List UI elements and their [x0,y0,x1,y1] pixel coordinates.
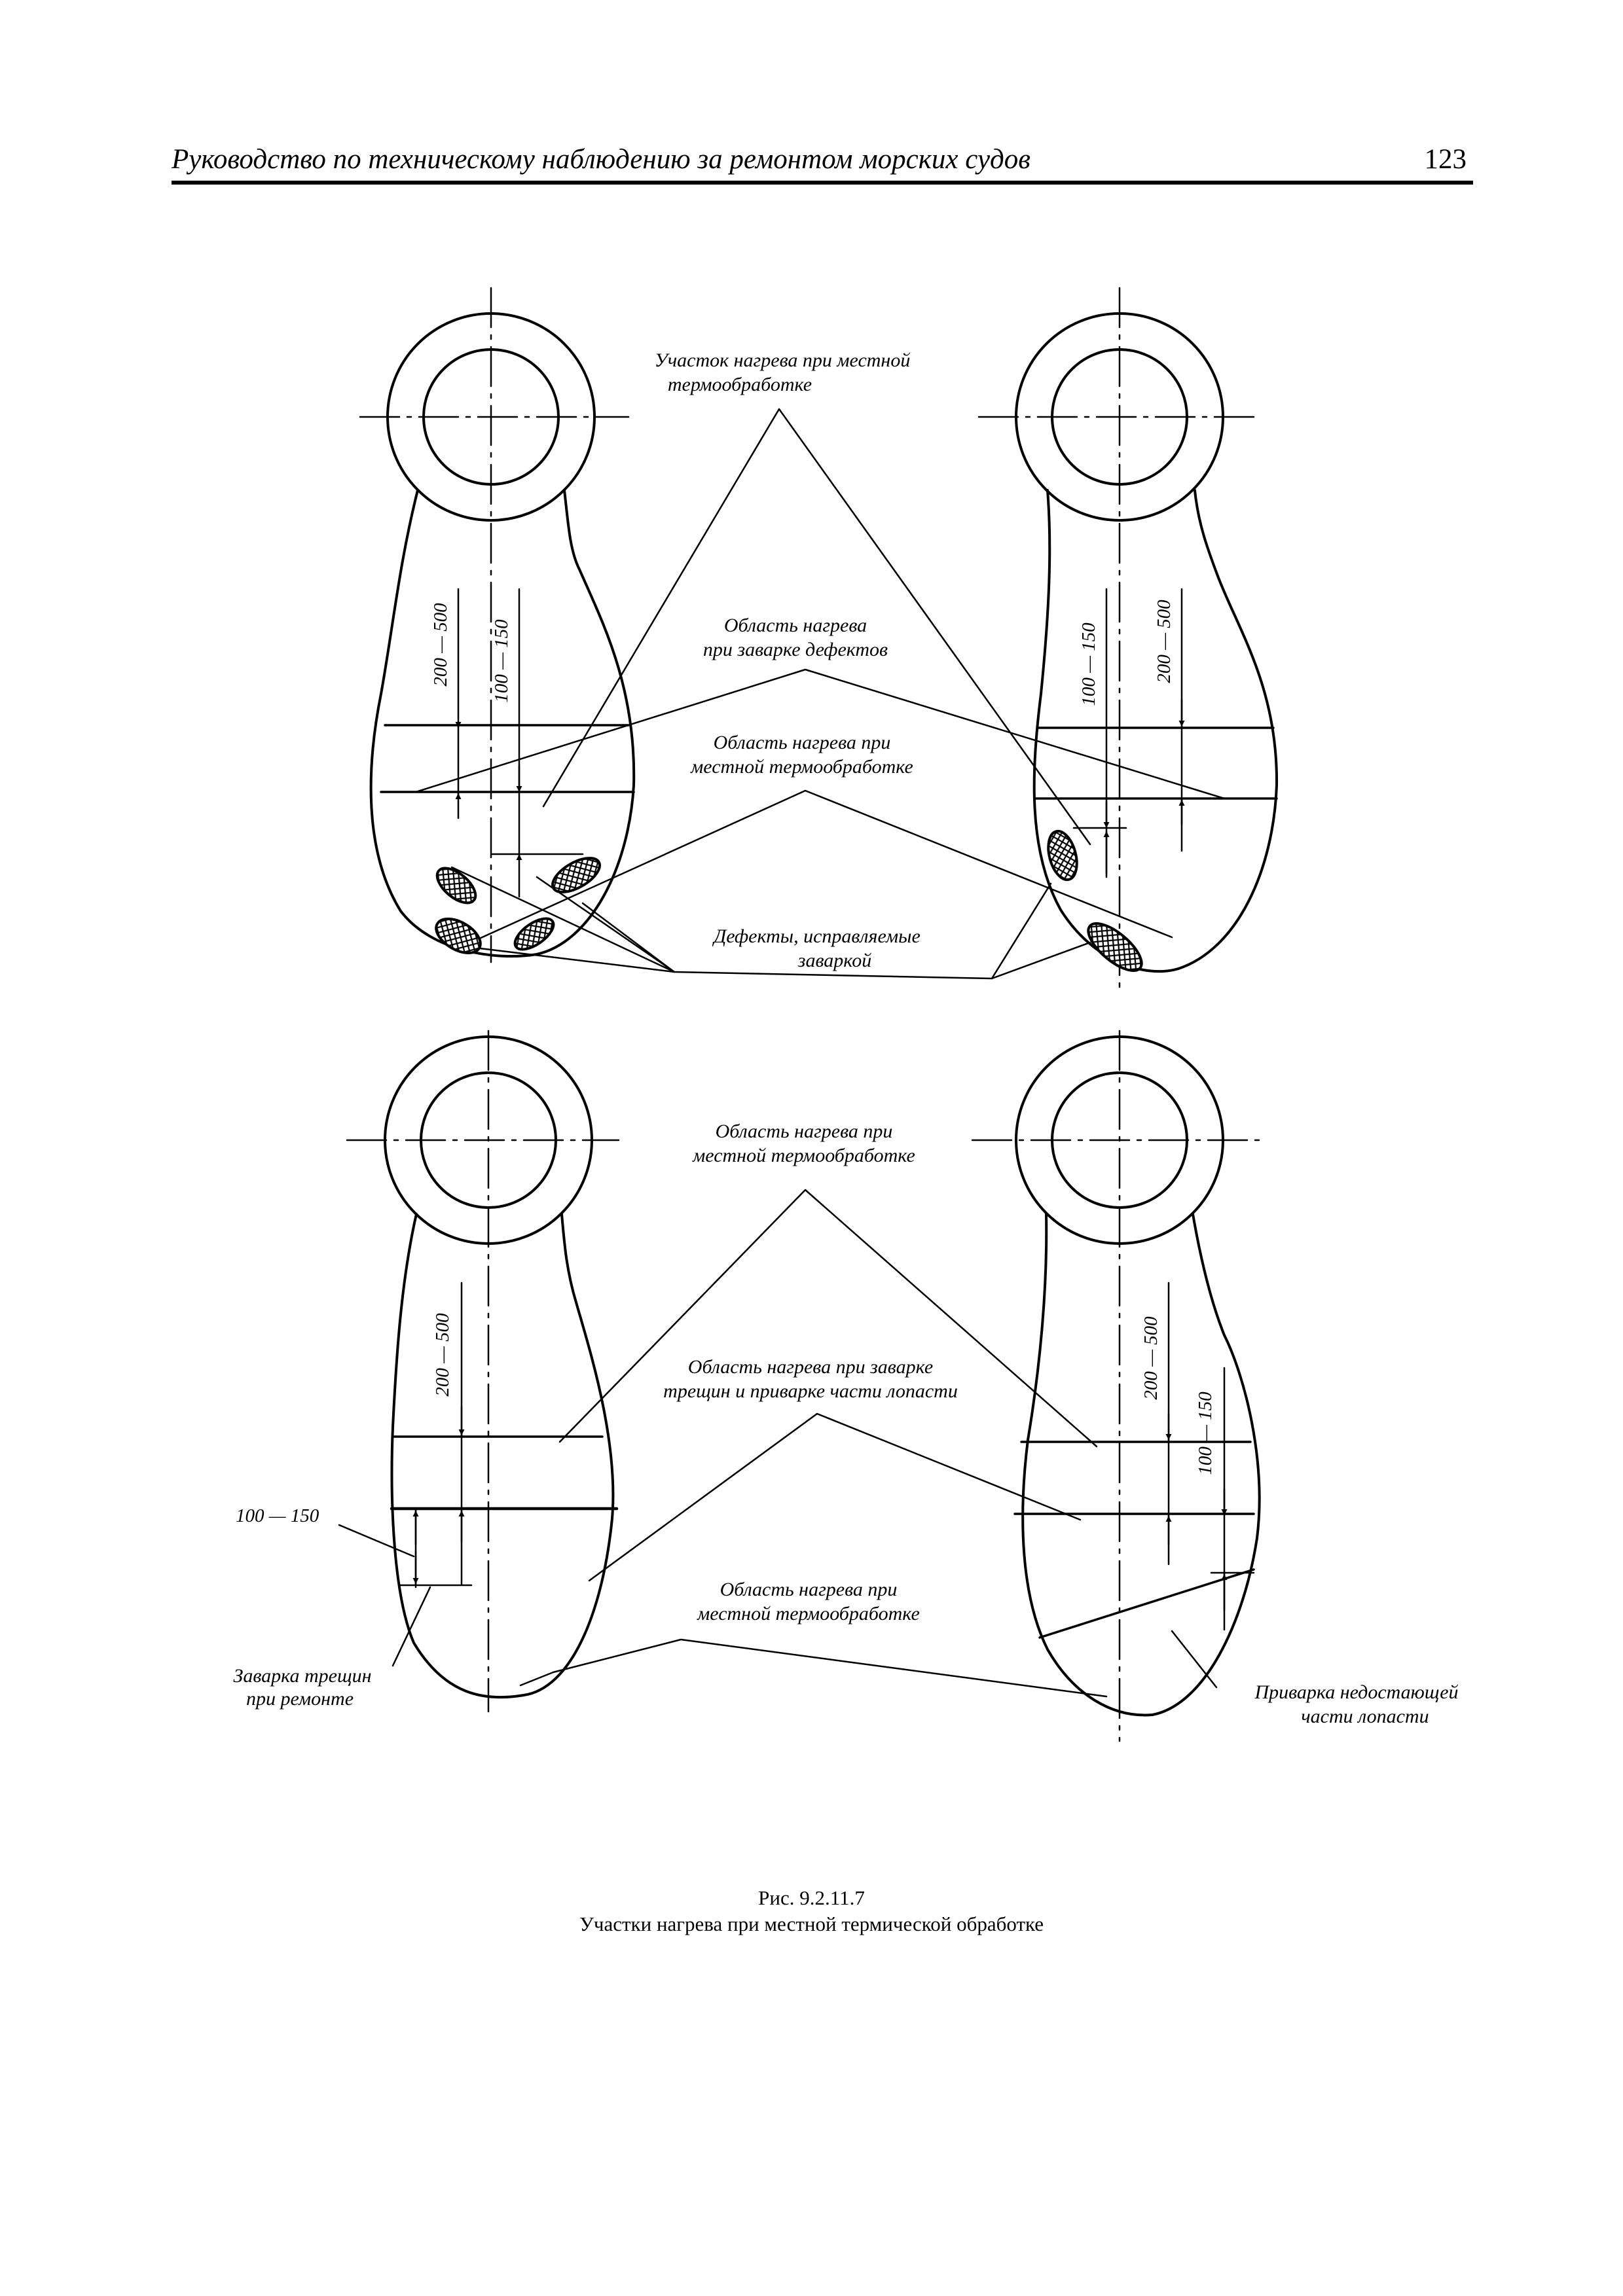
page-header: Руководство по техническому наблюдению з… [172,143,1473,185]
defect-patch [513,917,555,951]
defect-patch [551,857,601,893]
label-local-area-bottom-2: местной термообработке [692,1145,915,1166]
blade-bottom-left [346,1030,620,1713]
labels-top: Участок нагрева при местной термообработ… [655,350,921,971]
dim-100-150: 100 — 150 [1195,1391,1216,1475]
label-crack-area-1: Область нагрева при заварке [688,1356,933,1378]
label-local-heating-1: Участок нагрева при местной [655,350,911,371]
weld-defects [435,829,1143,972]
dim-100-150: 100 — 150 [491,619,512,703]
blade-top-right [977,287,1279,990]
leader-lines-top [414,408,1226,980]
label-local-area2-1: Область нагрева при [720,1579,898,1600]
label-defects-2: заваркой [797,950,871,971]
defect-patch [1087,922,1143,972]
blade-outline [390,1213,615,1699]
blade-top-left [359,287,636,963]
dim-200-500: 200 — 500 [432,1313,453,1397]
header-rule [172,181,1473,185]
defect-patch [435,867,477,905]
page-number: 123 [1424,144,1467,175]
running-title: Руководство по техническому наблюдению з… [172,144,1030,175]
labels-bottom: Область нагрева при местной термообработ… [234,1121,1459,1727]
label-local-area-1: Область нагрева при [714,732,891,753]
leader-lines-bottom [338,1189,1218,1698]
dimension-labels: 200 — 500 100 — 150 100 — 150 200 — 500 … [430,600,1216,1475]
label-local-area-bottom-1: Область нагрева при [716,1121,893,1142]
defect-patch [435,918,482,954]
label-crack-area-2: трещин и приварке части лопасти [663,1380,958,1402]
dim-200-500: 200 — 500 [430,603,451,687]
figure-caption: Участки нагрева при местной термической … [579,1912,1044,1935]
label-local-area2-2: местной термообработке [697,1603,920,1624]
label-weld-defects-1: Область нагрева [724,615,867,636]
blade-bottom-right [971,1030,1262,1742]
label-weld-missing-1: Приварка недостающей [1254,1681,1458,1703]
label-crack-weld-2: при ремонте [246,1688,354,1710]
dim-200-500: 200 — 500 [1154,600,1175,683]
blade-outline [1032,489,1279,973]
dim-label-left-100-150: 100 — 150 [236,1505,319,1526]
label-weld-defects-2: при заварке дефектов [703,639,888,660]
label-defects-1: Дефекты, исправляемые [712,925,921,947]
label-weld-missing-2: части лопасти [1301,1706,1429,1727]
defect-patch [1047,829,1078,882]
label-crack-weld-1: Заварка трещин [234,1665,372,1687]
label-local-area-2: местной термообработке [690,756,913,778]
blade-outline [1021,1213,1261,1717]
dim-100-150: 100 — 150 [1078,622,1099,706]
dim-200-500: 200 — 500 [1140,1316,1161,1400]
figure-number: Рис. 9.2.11.7 [758,1886,865,1909]
label-local-heating-2: термообработке [668,374,812,395]
